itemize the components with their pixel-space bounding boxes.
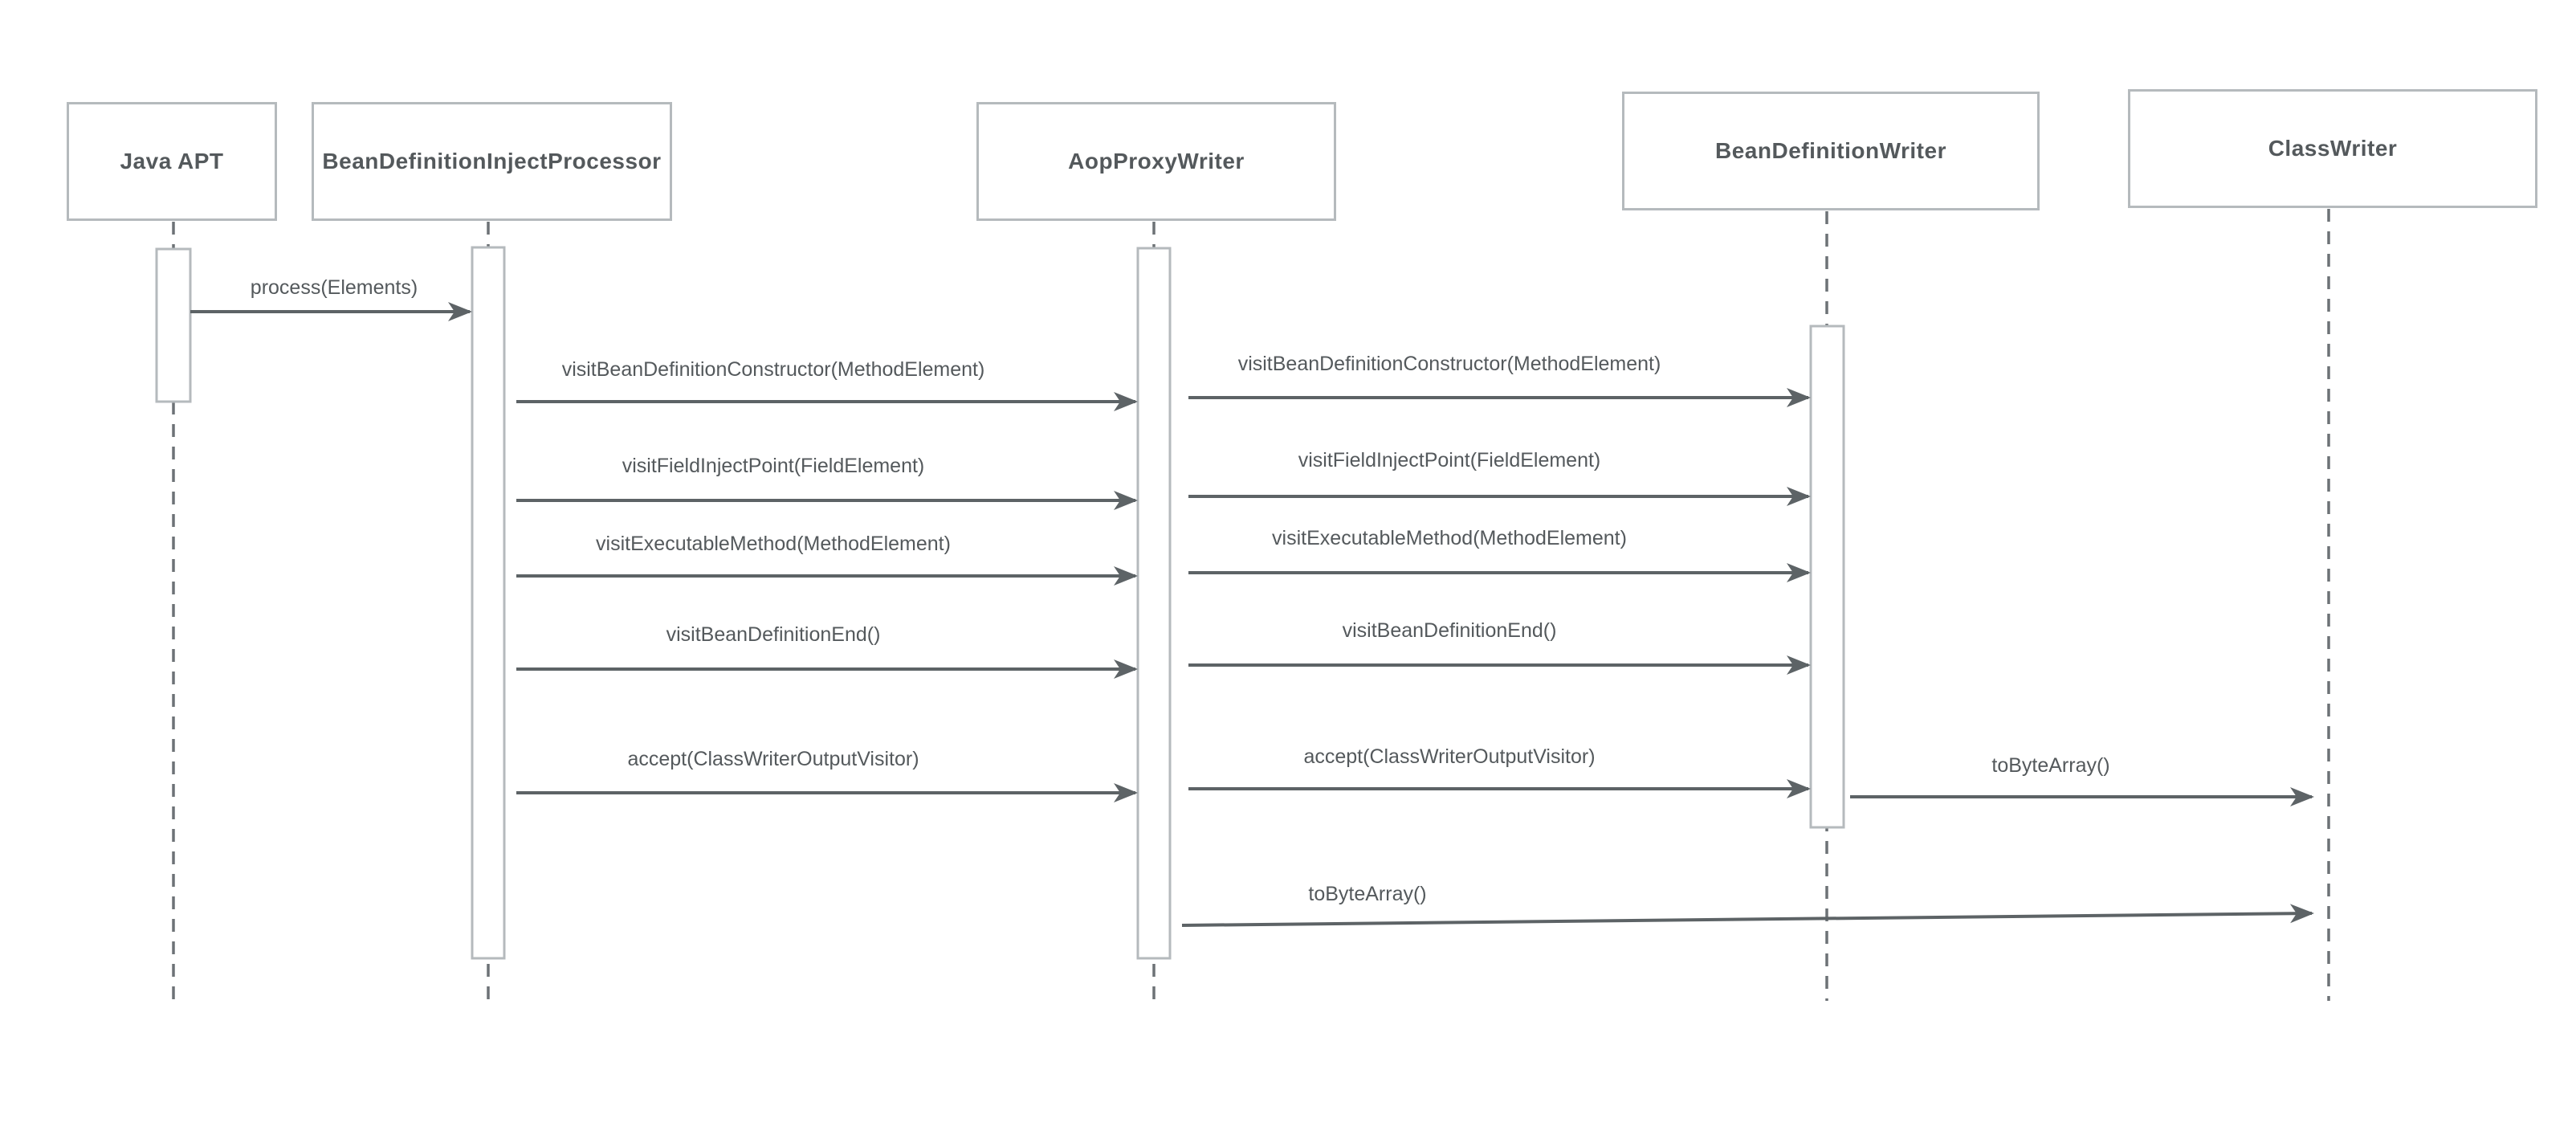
message-label-accept-left: accept(ClassWriterOutputVisitor) [627, 748, 919, 770]
participant-label-bean-definition-inject-processor: BeanDefinitionInjectProcessor [322, 149, 662, 174]
message-label-visit-executable-method-left: visitExecutableMethod(MethodElement) [596, 533, 951, 555]
message-label-process: process(Elements) [250, 276, 418, 299]
participant-box-class-writer: ClassWriter [2128, 89, 2537, 208]
message-label-visit-field-inject-point-right: visitFieldInjectPoint(FieldElement) [1298, 449, 1601, 472]
activation-java-apt [155, 247, 192, 403]
message-label-accept-right: accept(ClassWriterOutputVisitor) [1303, 745, 1596, 768]
message-arrow-to-byte-array-proxy [1181, 904, 2314, 927]
message-label-visit-bean-definition-constructor-right: visitBeanDefinitionConstructor(MethodEle… [1237, 353, 1661, 375]
message-label-visit-bean-definition-constructor-left: visitBeanDefinitionConstructor(MethodEle… [561, 358, 985, 381]
message-label-visit-bean-definition-end-left: visitBeanDefinitionEnd() [666, 623, 881, 646]
message-label-to-byte-array-writer: toByteArray() [1991, 754, 2110, 777]
participant-box-aop-proxy-writer: AopProxyWriter [976, 102, 1336, 221]
participant-box-bean-definition-writer: BeanDefinitionWriter [1622, 92, 2040, 210]
message-label-visit-bean-definition-end-right: visitBeanDefinitionEnd() [1342, 619, 1557, 642]
participant-label-bean-definition-writer: BeanDefinitionWriter [1715, 138, 1946, 163]
activation-bean-definition-writer [1809, 325, 1845, 829]
message-label-visit-executable-method-right: visitExecutableMethod(MethodElement) [1272, 527, 1627, 549]
message-label-visit-field-inject-point-left: visitFieldInjectPoint(FieldElement) [622, 455, 925, 477]
participant-label-java-apt: Java APT [120, 149, 224, 174]
activation-bean-definition-inject-processor [471, 246, 506, 960]
message-label-to-byte-array-proxy: toByteArray() [1308, 883, 1427, 905]
participant-label-aop-proxy-writer: AopProxyWriter [1068, 149, 1245, 174]
participant-box-bean-definition-inject-processor: BeanDefinitionInjectProcessor [312, 102, 672, 221]
participant-label-class-writer: ClassWriter [2268, 136, 2398, 161]
participant-box-java-apt: Java APT [67, 102, 277, 221]
activation-aop-proxy-writer [1136, 247, 1172, 960]
